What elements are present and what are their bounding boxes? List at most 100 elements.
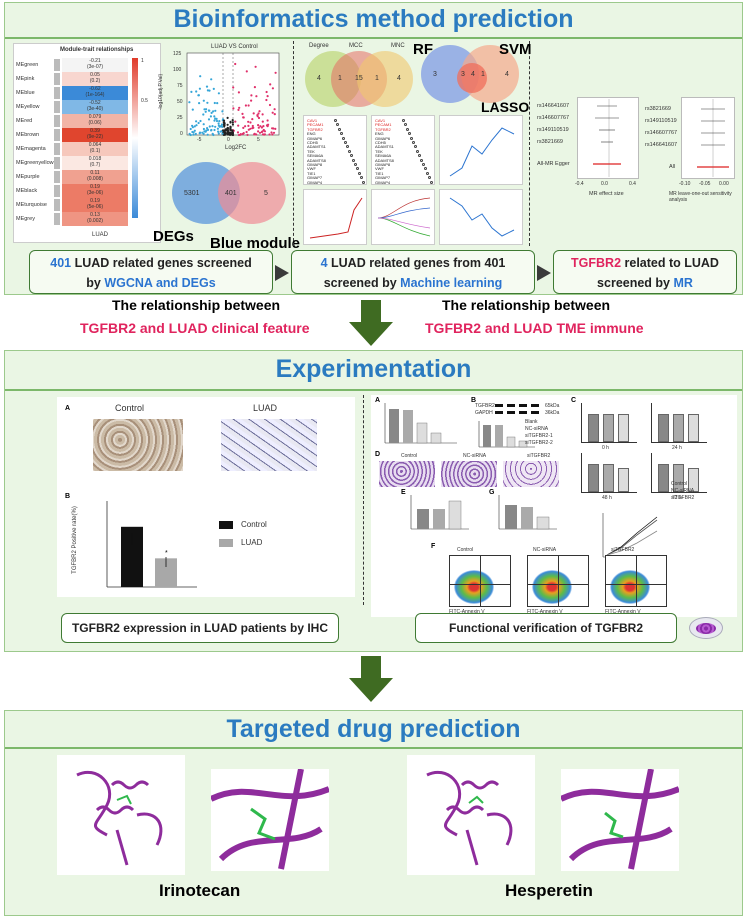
mr-xlabel2: MR leave-one-out sensitivity analysis	[669, 191, 732, 203]
volcano-point	[198, 132, 201, 135]
wgcna-corr: 0.13	[90, 212, 100, 218]
flow-plot	[527, 555, 589, 607]
volcano-point	[226, 116, 229, 119]
wgcna-corr: 0.018	[88, 156, 102, 162]
volcano-point	[222, 129, 225, 132]
venn-deg-left-n: 5301	[184, 190, 200, 197]
wgcna-corr: -0.21	[89, 58, 101, 64]
survival-bar	[618, 414, 629, 442]
volcano-point	[218, 120, 221, 123]
wgcna-corr: 0.11	[90, 170, 100, 176]
gene-name: ADAMTS1	[307, 144, 326, 150]
wgcna-module-name: MEpink	[16, 76, 35, 82]
func-label-e: E	[401, 489, 406, 496]
summary-box-ml: 4 LUAD related genes from 401 screened b…	[291, 250, 535, 294]
wgcna-module-name: MEmagenta	[16, 146, 46, 152]
venn-ml-n: 3	[433, 71, 437, 78]
volcano-point	[257, 112, 260, 115]
volcano-plot: LUAD VS Control Log2FC -log10(adj.P.Val)…	[158, 43, 285, 153]
wgcna-corr: 0.19	[90, 184, 100, 190]
wgcna-module-swatch	[54, 87, 60, 99]
mr-tick: 0.0	[601, 181, 608, 187]
wgcna-corr: 0.064	[88, 142, 102, 148]
volcano-ytick: 25	[177, 115, 183, 121]
wgcna-cell: 0.13(0.002)	[62, 212, 128, 226]
volcano-point	[208, 125, 211, 128]
drug-name-2: Hesperetin	[505, 881, 593, 900]
volcano-point	[257, 126, 260, 129]
survival-bar	[588, 414, 599, 442]
wgcna-module-name: MEyellow	[16, 104, 40, 110]
gene-importance-point	[416, 149, 419, 153]
volcano-point	[272, 127, 275, 130]
volcano-point	[216, 102, 219, 105]
volcano-ytick: 0	[180, 131, 183, 137]
wgcna-corr: 0.079	[88, 114, 102, 120]
gene-importance-point	[424, 167, 427, 171]
volcano-point	[192, 131, 195, 134]
volcano-point	[212, 87, 215, 90]
venn-ml-n: 4	[471, 71, 475, 78]
protein-structure-image	[57, 755, 185, 875]
venn-deg-label-right: Blue module	[210, 235, 301, 252]
volcano-point	[259, 125, 262, 128]
gene-name: SEMA6A	[375, 153, 392, 159]
wgcna-scale-1: 1	[141, 58, 144, 64]
ihc-label-a: A	[65, 405, 71, 412]
volcano-point	[210, 129, 213, 132]
gene-importance-point	[342, 136, 345, 140]
ihc-control-image	[93, 419, 183, 471]
venn-hub-label: MCC	[349, 43, 363, 49]
gene-name: CAV1	[375, 118, 386, 123]
mr-xlabel: MR effect size	[589, 191, 624, 197]
wgcna-cell: 0.05(0.2)	[62, 72, 128, 86]
migration-image	[503, 461, 559, 487]
volcano-ylabel: -log10(adj.P.Val)	[158, 73, 165, 111]
volcano-point	[246, 133, 249, 136]
wgcna-module-name: MEbrown	[16, 132, 40, 138]
relation-right-2: TGFBR2 and LUAD TME immune	[425, 320, 644, 336]
volcano-ytick: 75	[177, 83, 183, 89]
volcano-point	[247, 124, 250, 127]
survival-legend: Control	[671, 481, 688, 487]
volcano-point	[202, 99, 205, 102]
volcano-point	[272, 131, 276, 134]
gene-name: SEMA6A	[307, 153, 324, 159]
lasso-coef-plot	[371, 189, 435, 245]
survival-bar	[688, 414, 699, 442]
volcano-point	[195, 90, 198, 93]
gene-name: TIE1	[307, 170, 316, 176]
volcano-point	[242, 126, 245, 129]
wgcna-module-name: MEblack	[16, 188, 38, 194]
wgcna-pval: (5e-06)	[86, 204, 104, 210]
volcano-point	[188, 101, 191, 104]
ihc-control-title: Control	[115, 403, 145, 413]
wgcna-pval: (3e-07)	[86, 64, 104, 70]
wgcna-module-swatch	[54, 157, 60, 169]
volcano-point	[194, 132, 197, 135]
bioinformatics-panel: Bioinformatics method prediction Module-…	[4, 2, 743, 295]
volcano-point	[266, 125, 269, 128]
volcano-point	[255, 95, 258, 98]
volcano-point	[227, 127, 230, 130]
wgcna-cell: 0.39(9e-22)	[62, 128, 128, 142]
protein-structure-image	[407, 755, 535, 875]
volcano-point	[198, 102, 201, 105]
wgcna-module-swatch	[54, 101, 60, 113]
separator	[529, 41, 530, 246]
func-b-bars	[478, 421, 535, 448]
volcano-point	[231, 121, 234, 124]
mr-snp: rs146641607	[537, 103, 570, 109]
volcano-point	[249, 121, 252, 124]
legend-control: Control	[241, 520, 267, 529]
volcano-point	[231, 133, 234, 136]
volcano-point	[214, 117, 217, 120]
volcano-point	[270, 131, 273, 134]
wgcna-module-swatch	[54, 59, 60, 71]
volcano-point	[261, 120, 264, 123]
legend-control-swatch	[219, 521, 233, 529]
ihc-luad-title: LUAD	[253, 403, 278, 413]
wgcna-cell: 0.11(0.008)	[62, 170, 128, 184]
gene-importance-point	[336, 123, 339, 127]
wgcna-cell: -0.62(1e-164)	[62, 86, 128, 100]
